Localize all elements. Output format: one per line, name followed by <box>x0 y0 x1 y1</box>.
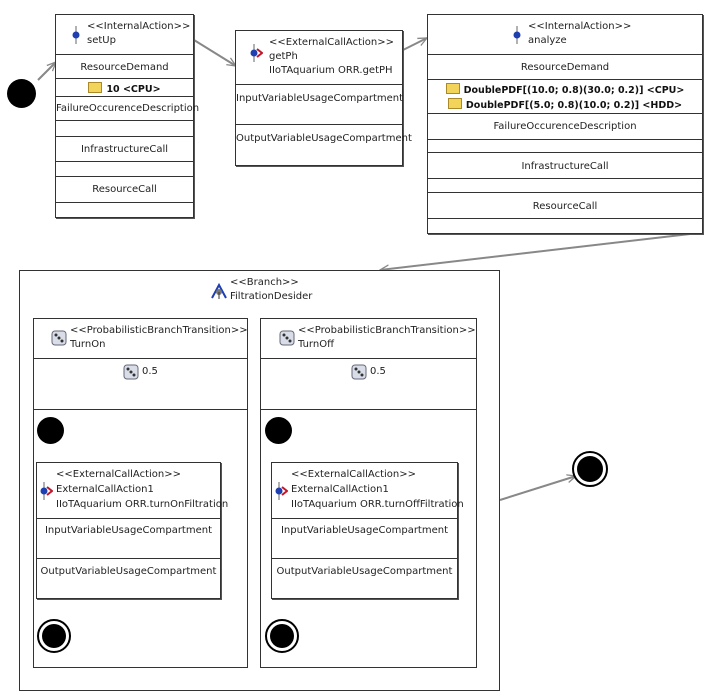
turnoff-external-call-action[interactable]: <<ExternalCallAction>> ExternalCallActio… <box>271 462 464 599</box>
flow-branch-to-stop <box>499 476 576 501</box>
setup-resource-call-label: ResourceCall <box>92 184 157 195</box>
setup-name: setUp <box>87 35 116 46</box>
setup-demand-cpu[interactable]: 10 <CPU> <box>56 82 193 95</box>
getph-signature: IIoTAquarium ORR.getPH <box>269 65 393 76</box>
probabilistic-icon <box>123 364 139 383</box>
internal-action-icon <box>72 26 80 47</box>
branch-icon <box>210 282 228 303</box>
turnon-name: TurnOn <box>70 339 106 350</box>
stop-node[interactable] <box>572 451 608 487</box>
turnon-call-stereotype: <<ExternalCallAction>> <box>56 469 181 480</box>
turnoff-call-name: ExternalCallAction1 <box>291 484 389 495</box>
external-call-icon <box>39 482 54 503</box>
flow-getph-to-analyze <box>402 37 427 51</box>
probabilistic-icon <box>279 330 295 349</box>
getph-external-call-action[interactable]: <<ExternalCallAction>> getPh IIoTAquariu… <box>235 30 412 166</box>
turnoff-call-stereotype: <<ExternalCallAction>> <box>291 469 416 480</box>
analyze-resource-call-label: ResourceCall <box>532 201 598 212</box>
turnoff-call-signature: IIoTAquarium ORR.turnOffFiltration <box>291 499 464 510</box>
turnoff-call-output-compartment: OutputVariableUsageCompartment <box>276 566 453 577</box>
analyze-failure-label: FailureOccurenceDescription <box>493 121 637 132</box>
analyze-infrastructure-label: InfrastructureCall <box>521 161 609 172</box>
analyze-internal-action[interactable]: <<InternalAction>> analyze ResourceDeman… <box>427 14 703 234</box>
turnon-call-signature: IIoTAquarium ORR.turnOnFiltration <box>56 499 229 510</box>
start-node[interactable] <box>7 79 36 108</box>
turnoff-stereotype: <<ProbabilisticBranchTransition>> <box>298 325 476 336</box>
turnon-call-output-compartment: OutputVariableUsageCompartment <box>40 566 217 577</box>
setup-internal-action[interactable]: <<InternalAction>> setUp ResourceDemand … <box>55 14 200 218</box>
setup-stereotype: <<InternalAction>> <box>87 21 191 32</box>
probabilistic-icon <box>351 364 367 383</box>
getph-stereotype: <<ExternalCallAction>> <box>269 37 394 48</box>
analyze-demand-hdd[interactable]: DoublePDF[(5.0; 0.8)(10.0; 0.2)] <HDD> <box>428 98 702 111</box>
setup-infrastructure-label: InfrastructureCall <box>80 144 169 155</box>
external-call-icon <box>274 482 289 503</box>
turnoff-probability: 0.5 <box>370 366 386 377</box>
getph-name: getPh <box>269 51 298 62</box>
external-call-icon <box>249 44 264 65</box>
turnoff-stop-node[interactable] <box>265 619 299 653</box>
turnoff-call-input-compartment: InputVariableUsageCompartment <box>280 525 449 536</box>
getph-output-compartment: OutputVariableUsageCompartment <box>236 133 412 144</box>
branch-stereotype: <<Branch>> <box>230 277 299 288</box>
getph-input-compartment: InputVariableUsageCompartment <box>236 93 404 104</box>
analyze-demand-cpu[interactable]: DoublePDF[(10.0; 0.8)(30.0; 0.2)] <CPU> <box>428 83 702 96</box>
turnoff-start-node[interactable] <box>265 417 292 444</box>
internal-action-icon <box>513 26 521 47</box>
setup-resource-demand-label: ResourceDemand <box>80 62 169 73</box>
note-icon <box>88 82 103 93</box>
flow-analyze-to-branch <box>380 233 691 270</box>
analyze-resource-demand-label: ResourceDemand <box>520 62 610 73</box>
analyze-stereotype: <<InternalAction>> <box>528 21 632 32</box>
branch-name: FiltrationDesider <box>230 291 313 302</box>
turnon-call-name: ExternalCallAction1 <box>56 484 154 495</box>
setup-failure-label: FailureOccurenceDescription <box>56 103 200 114</box>
probabilistic-icon <box>51 330 67 349</box>
turnon-stereotype: <<ProbabilisticBranchTransition>> <box>70 325 248 336</box>
turnoff-name: TurnOff <box>298 339 334 350</box>
note-icon <box>445 83 460 94</box>
turnon-stop-node[interactable] <box>37 619 71 653</box>
note-icon <box>447 98 462 109</box>
flow-setup-to-getph <box>193 39 236 67</box>
flow-start-to-setup <box>37 62 56 81</box>
turnon-probability: 0.5 <box>142 366 158 377</box>
turnon-call-input-compartment: InputVariableUsageCompartment <box>44 525 213 536</box>
analyze-name: analyze <box>528 35 567 46</box>
turnon-external-call-action[interactable]: <<ExternalCallAction>> ExternalCallActio… <box>36 462 228 599</box>
turnon-start-node[interactable] <box>37 417 64 444</box>
